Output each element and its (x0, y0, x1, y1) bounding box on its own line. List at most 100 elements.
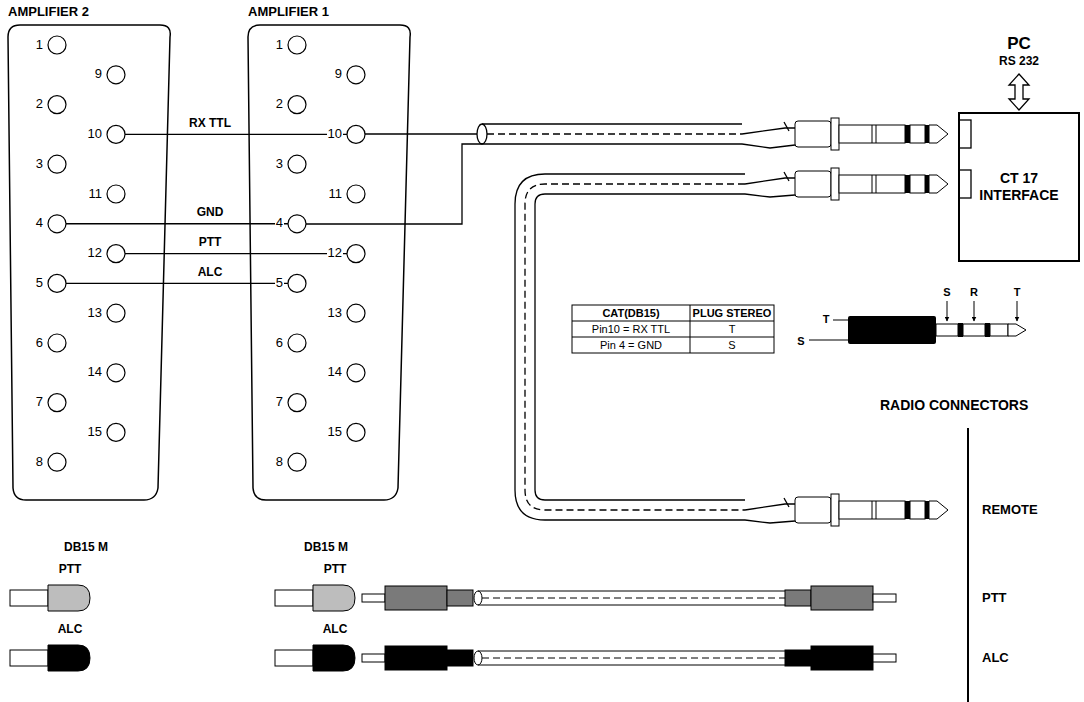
rca-jack (10, 590, 48, 606)
stereo-plug (795, 121, 831, 147)
pin-number: 11 (328, 187, 344, 202)
rca-cable (478, 651, 785, 652)
rca-cable (362, 654, 385, 662)
stereo-plug-figure (985, 323, 990, 337)
contact-label: T (1014, 286, 1021, 299)
pinout-table-grid (572, 305, 774, 353)
rca-cable (873, 594, 896, 602)
pin-hole (347, 364, 365, 382)
rca-cable (478, 605, 785, 606)
table-cell: S (728, 339, 735, 352)
rca-cable (478, 591, 785, 592)
pin-hole (288, 96, 306, 114)
stereo-plug (839, 175, 905, 193)
pin-number: 9 (94, 67, 103, 82)
stereo-plug (872, 175, 873, 193)
pin-number: 10 (327, 127, 343, 142)
stereo-plug-figure (809, 340, 850, 341)
stereo-plug (910, 125, 925, 143)
interface-box: CT 17 INTERFACE (958, 112, 1080, 262)
pin-hole (107, 66, 125, 84)
signal-label: ALC (196, 266, 225, 280)
table-cell: Pin10 = RX TTL (592, 323, 670, 336)
db15-connector: AMPLIFIER 1192103114125136147158DB15 M (248, 25, 412, 500)
stereo-plug (925, 125, 929, 143)
stereo-plug (876, 125, 877, 143)
shielded-cable-loop (515, 172, 795, 523)
rca-cable (785, 590, 811, 606)
rca-cable (873, 654, 896, 662)
table-header: CAT(DB15) (602, 307, 659, 320)
pin-hole (107, 364, 125, 382)
rca-cable (482, 598, 785, 599)
stereo-plug (925, 501, 929, 519)
pin-number: 13 (87, 306, 103, 321)
pin-hole (347, 423, 365, 441)
shielded-cable (784, 122, 789, 131)
stereo-plug (876, 501, 877, 519)
stereo-plug-figure (974, 301, 975, 321)
contact-label: R (970, 286, 978, 299)
pin-number: 4 (275, 216, 284, 231)
pin-number: 12 (327, 246, 343, 261)
stereo-plug (929, 125, 948, 143)
pin-hole (347, 304, 365, 322)
shielded-cable-loop (535, 194, 745, 500)
interface-socket (959, 120, 971, 198)
pin-hole (107, 423, 125, 441)
stereo-plug (925, 175, 929, 193)
rca-cable (811, 586, 873, 610)
pin-number: 6 (35, 336, 44, 351)
stereo-plug (910, 175, 925, 193)
shielded-cable-loop (525, 184, 745, 510)
pinout-table-grid (572, 305, 774, 353)
pin-number: 5 (275, 276, 284, 291)
pin-number: 3 (35, 157, 44, 172)
pin-number: 13 (327, 306, 343, 321)
jack-label: ALC (323, 623, 348, 637)
stereo-plug (905, 501, 910, 519)
signal-label: PTT (197, 236, 224, 250)
shielded-cable (482, 143, 742, 144)
pin-number: 2 (35, 97, 44, 112)
pin-number: 5 (35, 276, 44, 291)
pin-number: 6 (275, 336, 284, 351)
connector-type: DB15 M (64, 541, 108, 555)
pin-number: 7 (35, 395, 44, 410)
pin-number: 8 (35, 455, 44, 470)
rca-cable (482, 658, 785, 659)
shielded-cable (742, 128, 795, 134)
stereo-plug (905, 125, 910, 143)
stereo-plug-figure (947, 301, 948, 321)
rca-jack (10, 650, 48, 666)
pin-hole (48, 453, 66, 471)
pin-hole (288, 215, 306, 233)
rs232-double-arrow (1009, 74, 1029, 110)
rca-jack (48, 645, 90, 671)
stereo-plug (831, 168, 839, 200)
section-title: RADIO CONNECTORS (880, 397, 1028, 413)
stereo-plug (831, 118, 839, 150)
pin-hole (347, 185, 365, 203)
radio-bar (967, 428, 969, 702)
pin-number: 8 (275, 455, 284, 470)
port-label: RS 232 (999, 55, 1039, 69)
shielded-cable (482, 123, 742, 124)
shielded-cable (477, 124, 487, 144)
shielded-cable (365, 133, 477, 134)
pin-hole (48, 274, 66, 292)
rca-cable (474, 591, 482, 605)
db15-connector: AMPLIFIER 2192103114125136147158DB15 M (8, 25, 172, 500)
shielded-cable-loop (745, 194, 795, 197)
signal-label: GND (195, 206, 226, 220)
pin-hole (347, 66, 365, 84)
stereo-plug (872, 125, 873, 143)
pin-number: 14 (327, 365, 343, 380)
rca-jack (10, 585, 90, 611)
pin-number: 3 (275, 157, 284, 172)
pin-hole (347, 245, 365, 263)
signal-label: RX TTL (187, 117, 233, 131)
stereo-plug-figure (936, 324, 958, 336)
